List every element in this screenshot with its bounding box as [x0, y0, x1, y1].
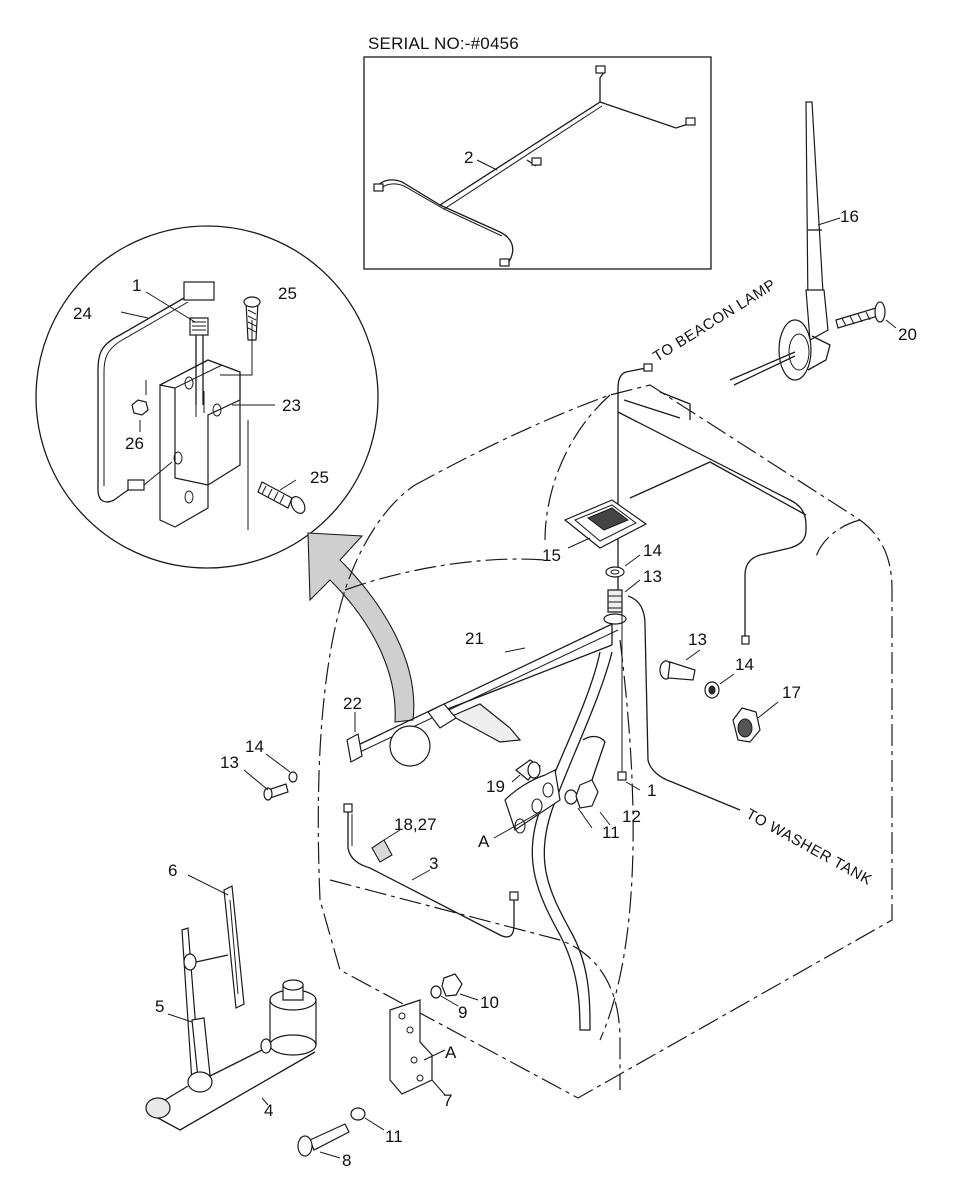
connector-icon — [183, 281, 215, 301]
callout-23: 23 — [282, 396, 301, 415]
nut-icon — [441, 973, 463, 997]
callout-17: 17 — [782, 683, 801, 702]
callout-11-lower: 11 — [385, 1127, 403, 1146]
harness-3: 3 — [343, 803, 519, 938]
connector-icon — [643, 363, 653, 372]
antenna-base-icon — [778, 319, 812, 381]
plate-22-icon — [346, 733, 363, 763]
washer-icon — [350, 1107, 366, 1121]
callout-24: 24 — [73, 304, 92, 323]
callout-15: 15 — [542, 546, 561, 565]
wiper-motor-icon — [282, 979, 304, 991]
callout-26: 26 — [125, 434, 144, 453]
callout-19: 19 — [486, 777, 505, 796]
label-18-27: 18,27 — [371, 815, 437, 863]
callout-11-upper: 11 — [602, 823, 620, 842]
bolt-head-icon — [297, 1135, 313, 1157]
switch-knob-icon — [389, 725, 431, 767]
connector-icon — [595, 65, 606, 74]
bolt-head-icon — [263, 787, 273, 801]
bolt-head-icon — [874, 301, 886, 323]
door-frame — [531, 651, 613, 1031]
callout-18-27: 18,27 — [394, 815, 437, 834]
callout-3: 3 — [429, 854, 438, 873]
serial-inset: SERIAL NO:-#0456 2 — [363, 34, 712, 270]
callout-9: 9 — [458, 1003, 467, 1022]
bracket-icon — [389, 999, 433, 1095]
callout-12: 12 — [622, 807, 641, 826]
callout-1-detail: 1 — [132, 276, 141, 295]
ref-a-lower: A — [445, 1043, 457, 1062]
callout-25-top: 25 — [278, 284, 297, 303]
cab-outline — [317, 384, 893, 1099]
detail-view-circle: 1 24 25 23 26 25 — [35, 225, 379, 569]
serial-inset-frame — [363, 56, 712, 270]
wiper-bracket-7: 7 A 9 10 11 8 — [297, 973, 499, 1170]
washer-icon — [288, 771, 298, 783]
connector-icon — [531, 157, 542, 166]
callout-13-right: 13 — [688, 630, 707, 649]
nut-icon — [131, 399, 149, 416]
callout-14-right: 14 — [735, 655, 754, 674]
nut-icon — [575, 779, 599, 809]
callout-25-bottom: 25 — [310, 468, 329, 487]
connector-icon — [741, 635, 750, 645]
grommet-19: 19 — [486, 759, 541, 796]
callout-5: 5 — [155, 997, 164, 1016]
right-fastener-group: 13 14 17 — [659, 630, 801, 743]
detail-arrow — [307, 532, 415, 723]
decal-icon — [371, 839, 393, 863]
roof-fastener: 14 13 — [603, 541, 662, 625]
wire-harness-2 — [373, 65, 696, 267]
callout-1-main: 1 — [647, 781, 656, 800]
callout-7: 7 — [443, 1091, 452, 1110]
callout-14-left: 14 — [245, 737, 264, 756]
connector-icon — [343, 803, 353, 813]
callout-20: 20 — [898, 325, 917, 344]
connector-icon — [509, 891, 519, 901]
screw-icon — [257, 481, 306, 514]
callout-10: 10 — [480, 993, 499, 1012]
callout-13-roof: 13 — [643, 567, 662, 586]
mount-plate-a: A 12 11 — [478, 769, 641, 851]
washer-icon — [564, 789, 578, 805]
connector-icon — [685, 117, 696, 126]
switch-bracket — [159, 384, 241, 528]
serial-number-label: SERIAL NO:-#0456 — [368, 34, 519, 53]
connector-icon — [499, 258, 510, 267]
beacon-lamp-note: TO BEACON LAMP — [650, 276, 779, 365]
callout-16: 16 — [840, 207, 859, 226]
washer-icon — [430, 985, 442, 999]
left-fastener-group: 13 14 — [220, 737, 298, 801]
room-lamp-15: 15 — [542, 499, 648, 565]
callout-6: 6 — [168, 861, 177, 880]
detail-circle-outline — [35, 225, 379, 569]
connector-icon — [617, 771, 627, 781]
washer-icon — [605, 566, 625, 578]
callout-13-left: 13 — [220, 753, 239, 772]
roof-harness: TO BEACON LAMP — [617, 276, 807, 645]
ref-a-upper: A — [478, 832, 490, 851]
callout-22: 22 — [343, 694, 362, 713]
harness-21: 21 22 — [343, 622, 619, 767]
antenna-assembly: 16 20 — [729, 101, 917, 386]
bolt-head-icon — [603, 613, 627, 625]
wiper-assembly: 6 5 4 — [145, 861, 317, 1131]
callout-14-roof: 14 — [643, 541, 662, 560]
grommet-icon — [527, 761, 541, 779]
callout-21: 21 — [465, 629, 484, 648]
callout-2: 2 — [464, 148, 473, 167]
washer-tank-note: TO WASHER TANK — [743, 806, 875, 889]
callout-8: 8 — [342, 1151, 351, 1170]
callout-4: 4 — [264, 1101, 273, 1120]
antenna-mast — [805, 101, 825, 311]
connector-icon — [373, 183, 384, 192]
